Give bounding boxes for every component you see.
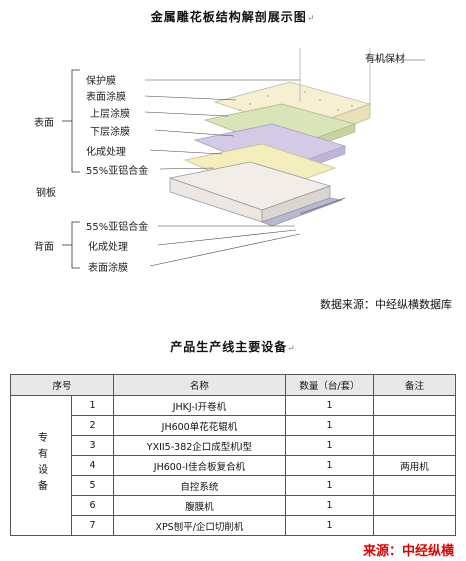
label-alloy-front: 55%亚铝合金	[86, 166, 149, 177]
group-cell: 专有设备	[10, 395, 72, 536]
row-no: 6	[71, 495, 114, 516]
diagram-title: 金属雕花板结构解剖展示图↵	[0, 8, 466, 25]
table-row: 7 XPS刨平/企口切削机 1	[11, 515, 456, 536]
label-back-group: 背面	[34, 242, 54, 253]
label-insulation: 有机保材	[365, 54, 405, 65]
row-name: 自控系统	[112, 475, 286, 496]
row-qty: 1	[284, 435, 375, 456]
row-name: JHKJ-Ⅰ开卷机	[112, 395, 286, 416]
label-surface-coating-back: 表面涂膜	[88, 263, 128, 274]
label-chemical-treatment-back: 化成处理	[88, 242, 128, 253]
back-alloy-layer	[261, 197, 344, 227]
label-chemical-treatment: 化成处理	[86, 147, 126, 158]
table-row: 2 JH600单花花辊机 1	[11, 415, 456, 436]
diagram-title-text: 金属雕花板结构解剖展示图	[150, 10, 307, 24]
label-steel-plate: 钢板	[36, 188, 56, 199]
row-name: XPS刨平/企口切削机	[112, 515, 286, 536]
row-note	[373, 475, 456, 496]
back-bracket	[62, 221, 80, 269]
label-front-group: 表面	[34, 118, 54, 129]
row-no: 3	[71, 435, 114, 456]
row-qty: 1	[284, 515, 375, 536]
group-label: 专有设备	[35, 432, 47, 496]
label-lower-coating: 下层涂膜	[90, 127, 130, 138]
table-row: 5 自控系统 1	[11, 475, 456, 496]
header-name: 名称	[112, 374, 286, 396]
row-name: JH600单花花辊机	[112, 415, 286, 436]
row-note	[373, 435, 456, 456]
return-mark: ↵	[306, 14, 316, 24]
equipment-table: 序号 名称 数量（台/套） 备注 专有设备 1 JHKJ-Ⅰ开卷机 1 2 JH…	[10, 374, 456, 536]
label-surface-coating: 表面涂膜	[86, 92, 126, 103]
row-name: YXII5-382企口成型机Ⅰ型	[112, 435, 286, 456]
table-header-row: 序号 名称 数量（台/套） 备注	[10, 374, 456, 396]
header-qty: 数量（台/套）	[284, 374, 375, 396]
header-no: 序号	[10, 374, 114, 396]
table-row: 专有设备 1 JHKJ-Ⅰ开卷机 1	[10, 395, 456, 536]
row-note	[373, 415, 456, 436]
table-row: 3 YXII5-382企口成型机Ⅰ型 1	[11, 435, 456, 456]
return-mark-2: ↵	[287, 344, 296, 354]
label-upper-coating: 上层涂膜	[90, 109, 130, 120]
table-title: 产品生产线主要设备↵	[0, 338, 466, 355]
row-no: 7	[71, 515, 114, 536]
row-note	[373, 515, 456, 536]
diagram-source: 数据来源：中经纵横数据库	[320, 298, 452, 311]
row-qty: 1	[284, 415, 375, 436]
row-qty: 1	[284, 395, 375, 416]
row-no: 4	[71, 455, 114, 476]
row-name: 腹膜机	[112, 495, 286, 516]
row-qty: 1	[284, 455, 375, 476]
row-note	[373, 495, 456, 516]
row-no: 5	[71, 475, 114, 496]
row-qty: 1	[284, 495, 375, 516]
row-no: 1	[71, 395, 114, 416]
label-protective-film: 保护膜	[86, 76, 116, 87]
header-note: 备注	[373, 374, 456, 396]
table-title-text: 产品生产线主要设备	[170, 340, 288, 354]
row-qty: 1	[284, 475, 375, 496]
panel-structure-diagram	[62, 48, 425, 269]
table-row: 6 腹膜机 1	[11, 495, 456, 516]
row-note	[373, 395, 456, 416]
table-source: 来源：中经纵横	[362, 544, 454, 559]
row-note: 两用机	[373, 455, 456, 476]
row-name: JH600-Ⅰ佳合板复合机	[112, 455, 286, 476]
leader-lines	[144, 59, 425, 267]
label-alloy-back: 55%亚铝合金	[86, 222, 149, 233]
front-bracket	[62, 69, 80, 173]
row-no: 2	[71, 415, 114, 436]
table-row: 4 JH600-Ⅰ佳合板复合机 1 两用机	[11, 455, 456, 476]
